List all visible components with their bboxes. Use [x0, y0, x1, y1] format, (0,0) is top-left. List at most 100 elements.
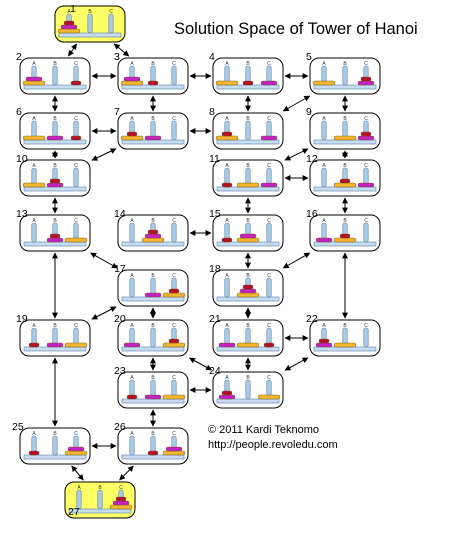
- peg-label: B: [246, 61, 250, 67]
- tower-base: [23, 186, 87, 192]
- state-number-label: 2: [16, 51, 22, 63]
- peg: [52, 435, 58, 456]
- peg-label: A: [32, 116, 36, 122]
- state-number-label: 6: [16, 106, 22, 118]
- medium-disk: [60, 24, 78, 30]
- transition-arrow-1-2: [68, 43, 77, 57]
- peg-label: B: [53, 431, 57, 437]
- state-number-label: 7: [114, 106, 120, 118]
- medium-disk: [218, 342, 236, 348]
- peg-label: B: [151, 375, 155, 381]
- large-disk: [64, 342, 88, 348]
- peg-label: B: [53, 323, 57, 329]
- medium-disk: [46, 182, 64, 188]
- large-disk: [120, 135, 144, 141]
- small-disk: [63, 20, 75, 26]
- peg-label: B: [246, 273, 250, 279]
- state-number-label: 22: [306, 313, 318, 325]
- large-disk: [162, 450, 186, 456]
- tower-base: [23, 241, 87, 247]
- peg-label: A: [225, 163, 229, 169]
- small-disk: [360, 131, 372, 137]
- medium-disk: [260, 80, 278, 86]
- peg: [266, 277, 272, 298]
- peg: [52, 65, 58, 86]
- small-disk: [28, 342, 40, 348]
- peg-label: A: [225, 218, 229, 224]
- transition-arrow-8-5: [282, 95, 311, 112]
- medium-disk: [123, 342, 141, 348]
- tower-base: [58, 32, 122, 38]
- peg-label: C: [74, 218, 78, 224]
- tower-base: [313, 186, 377, 192]
- tower-base: [216, 139, 280, 145]
- peg-label: B: [246, 163, 250, 169]
- small-disk: [147, 229, 159, 235]
- tower-base: [313, 241, 377, 247]
- small-disk: [28, 450, 40, 456]
- peg-label: A: [225, 323, 229, 329]
- small-disk: [318, 338, 330, 344]
- transition-arrow-9-11: [284, 148, 309, 161]
- state-number-label: 9: [306, 106, 312, 118]
- medium-disk: [239, 233, 257, 239]
- state-number-label: 12: [306, 153, 318, 165]
- peg-label: B: [343, 163, 347, 169]
- transition-arrow-16-18: [282, 252, 311, 269]
- medium-disk: [123, 76, 141, 82]
- medium-disk: [67, 446, 85, 452]
- tower-base: [313, 139, 377, 145]
- peg-label: B: [343, 218, 347, 224]
- peg-label: A: [67, 9, 71, 15]
- medium-disk: [46, 237, 64, 243]
- state-number-label: 14: [114, 208, 126, 220]
- transition-arrow-22-24: [284, 357, 309, 371]
- state-number-label: 16: [306, 208, 318, 220]
- medium-disk: [218, 394, 236, 400]
- peg: [31, 222, 37, 243]
- peg-label: C: [172, 116, 176, 122]
- small-disk: [115, 496, 127, 502]
- state-number-label: 24: [209, 365, 221, 377]
- large-disk: [162, 342, 186, 348]
- peg-label: C: [74, 163, 78, 169]
- state-number-label: 3: [114, 51, 120, 63]
- peg-label: B: [98, 485, 102, 491]
- state-number-label: 23: [114, 365, 126, 377]
- medium-disk: [144, 135, 162, 141]
- peg: [73, 167, 79, 188]
- tower-base: [121, 139, 185, 145]
- peg-label: C: [364, 116, 368, 122]
- peg-label: B: [343, 323, 347, 329]
- peg-label: A: [322, 163, 326, 169]
- peg-label: C: [172, 431, 176, 437]
- peg-label: A: [32, 218, 36, 224]
- peg-label: C: [172, 218, 176, 224]
- medium-disk: [25, 76, 43, 82]
- peg: [87, 13, 93, 34]
- peg-label: B: [53, 218, 57, 224]
- large-disk: [120, 80, 144, 86]
- small-disk: [49, 178, 61, 184]
- medium-disk: [357, 182, 375, 188]
- tower-base: [313, 84, 377, 90]
- transition-arrow-25-27: [71, 465, 84, 481]
- peg-label: A: [32, 431, 36, 437]
- peg-label: A: [322, 323, 326, 329]
- large-disk: [236, 342, 260, 348]
- tower-base: [216, 346, 280, 352]
- medium-disk: [165, 446, 183, 452]
- state-number-label: 5: [306, 51, 312, 63]
- state-number-label: 11: [209, 153, 220, 165]
- large-disk: [333, 342, 357, 348]
